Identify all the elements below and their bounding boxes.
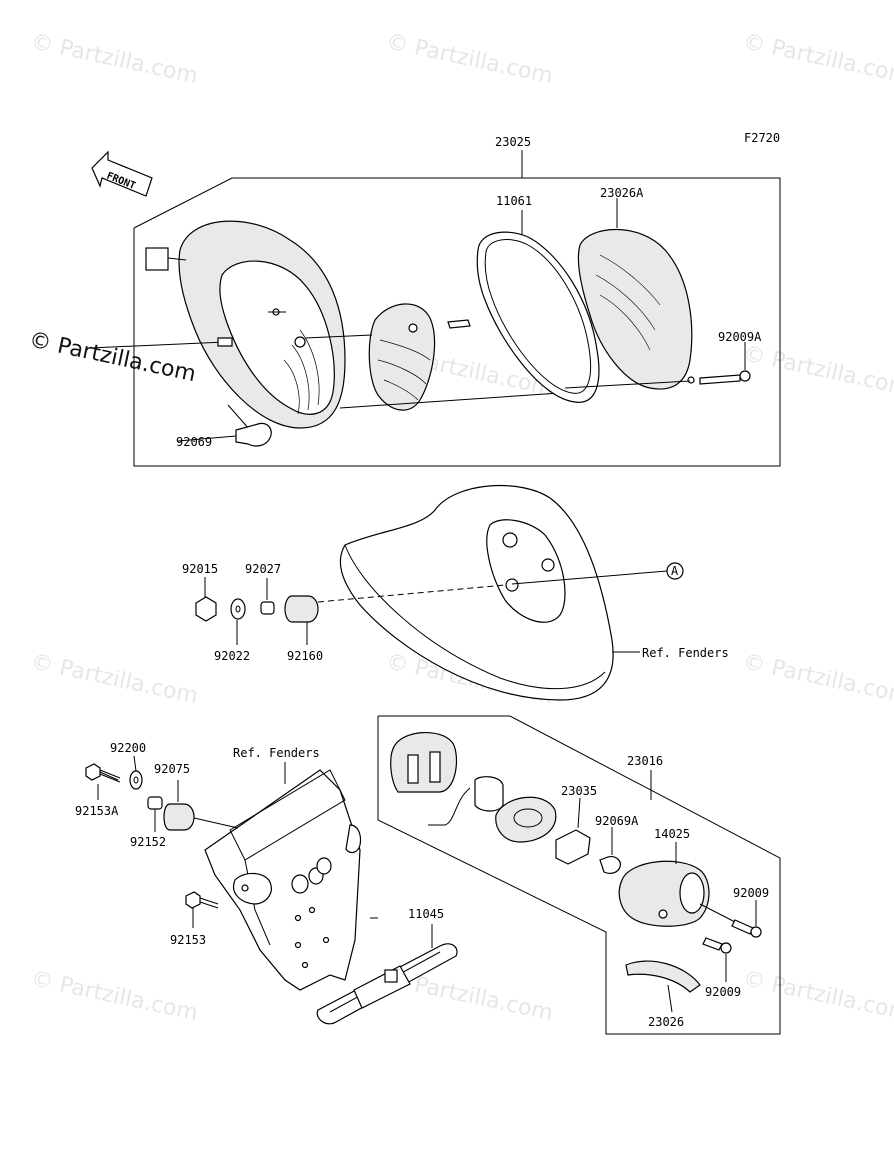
gasket-11061 xyxy=(476,231,600,403)
lens-23026A xyxy=(577,228,693,390)
ref-fenders-label-1: Ref. Fenders xyxy=(642,646,729,660)
license-light-assembly-group: 23016 23035 92069A 14025 92009 xyxy=(377,715,781,1035)
watermark: © Partzilla.com xyxy=(741,649,894,709)
collar-92152 xyxy=(147,796,163,810)
lamp-base xyxy=(390,731,458,793)
bulb-92069 xyxy=(235,422,272,447)
figure-code: F2720 xyxy=(744,131,780,145)
inner-lens xyxy=(368,303,436,411)
housing-reflector xyxy=(219,260,335,415)
tail-light-assembly-group: 23025 92069 11061 xyxy=(27,135,781,467)
screw-92009 xyxy=(731,919,754,935)
part-label-14025: 14025 xyxy=(654,827,690,841)
nut-92015 xyxy=(195,596,217,622)
part-label-92153A: 92153A xyxy=(75,804,119,818)
license-bracket xyxy=(204,769,361,991)
watermark: © Partzilla.com xyxy=(741,341,894,401)
clip-23035 xyxy=(555,829,591,865)
callout-letter: A xyxy=(671,564,679,578)
part-label-92153: 92153 xyxy=(170,933,206,947)
part-label-23026A: 23026A xyxy=(600,186,644,200)
part-label-92200: 92200 xyxy=(110,741,146,755)
bulb-92069A xyxy=(599,856,621,874)
ref-fenders-label-2: Ref. Fenders xyxy=(233,746,320,760)
part-label-92022: 92022 xyxy=(214,649,250,663)
damper-92160 xyxy=(284,595,319,623)
screw-92009 xyxy=(702,937,723,951)
callout-a xyxy=(666,562,684,580)
front-arrow-icon: FRONT xyxy=(91,150,153,197)
part-label-92069A: 92069A xyxy=(595,814,639,828)
part-label-92152: 92152 xyxy=(130,835,166,849)
part-label-92009-b: 92009 xyxy=(705,985,741,999)
screw-92009A xyxy=(699,374,741,385)
collar-92027 xyxy=(260,601,275,615)
part-label-92015: 92015 xyxy=(182,562,218,576)
bulb-holder xyxy=(495,796,557,843)
watermark: © Partzilla.com xyxy=(384,29,555,89)
washer-92200 xyxy=(129,770,143,790)
part-label-23016: 23016 xyxy=(627,754,663,768)
damper-92075 xyxy=(163,803,195,831)
watermark: © Partzilla.com xyxy=(29,29,200,89)
part-label-11061: 11061 xyxy=(496,194,532,208)
part-label-23025: 23025 xyxy=(495,135,531,149)
part-label-92075: 92075 xyxy=(154,762,190,776)
watermark: © Partzilla.com xyxy=(29,966,200,1026)
bolt-92153 xyxy=(185,891,201,909)
part-label-23026: 23026 xyxy=(648,1015,684,1029)
cover-23026 xyxy=(625,960,701,993)
washer-92022 xyxy=(230,598,246,620)
bracket-group: Ref. Fenders 11045 92153A 92200 92152 92… xyxy=(75,741,458,1025)
watermark: © Partzilla.com xyxy=(29,649,200,709)
watermark-prominent: © Partzilla.com xyxy=(27,327,198,387)
part-label-92009-a: 92009 xyxy=(733,886,769,900)
wire-connector xyxy=(145,247,169,271)
part-label-23035: 23035 xyxy=(561,784,597,798)
fender-mount-group: A Ref. Fenders 92015 92022 92027 92160 xyxy=(182,484,729,701)
socket xyxy=(474,776,504,812)
part-label-92027: 92027 xyxy=(245,562,281,576)
part-label-92009A: 92009A xyxy=(718,330,762,344)
watermark: © Partzilla.com xyxy=(741,29,894,89)
part-label-11045: 11045 xyxy=(408,907,444,921)
watermark: © Partzilla.com xyxy=(741,966,894,1026)
part-label-92069: 92069 xyxy=(176,435,212,449)
part-label-92160: 92160 xyxy=(287,649,323,663)
